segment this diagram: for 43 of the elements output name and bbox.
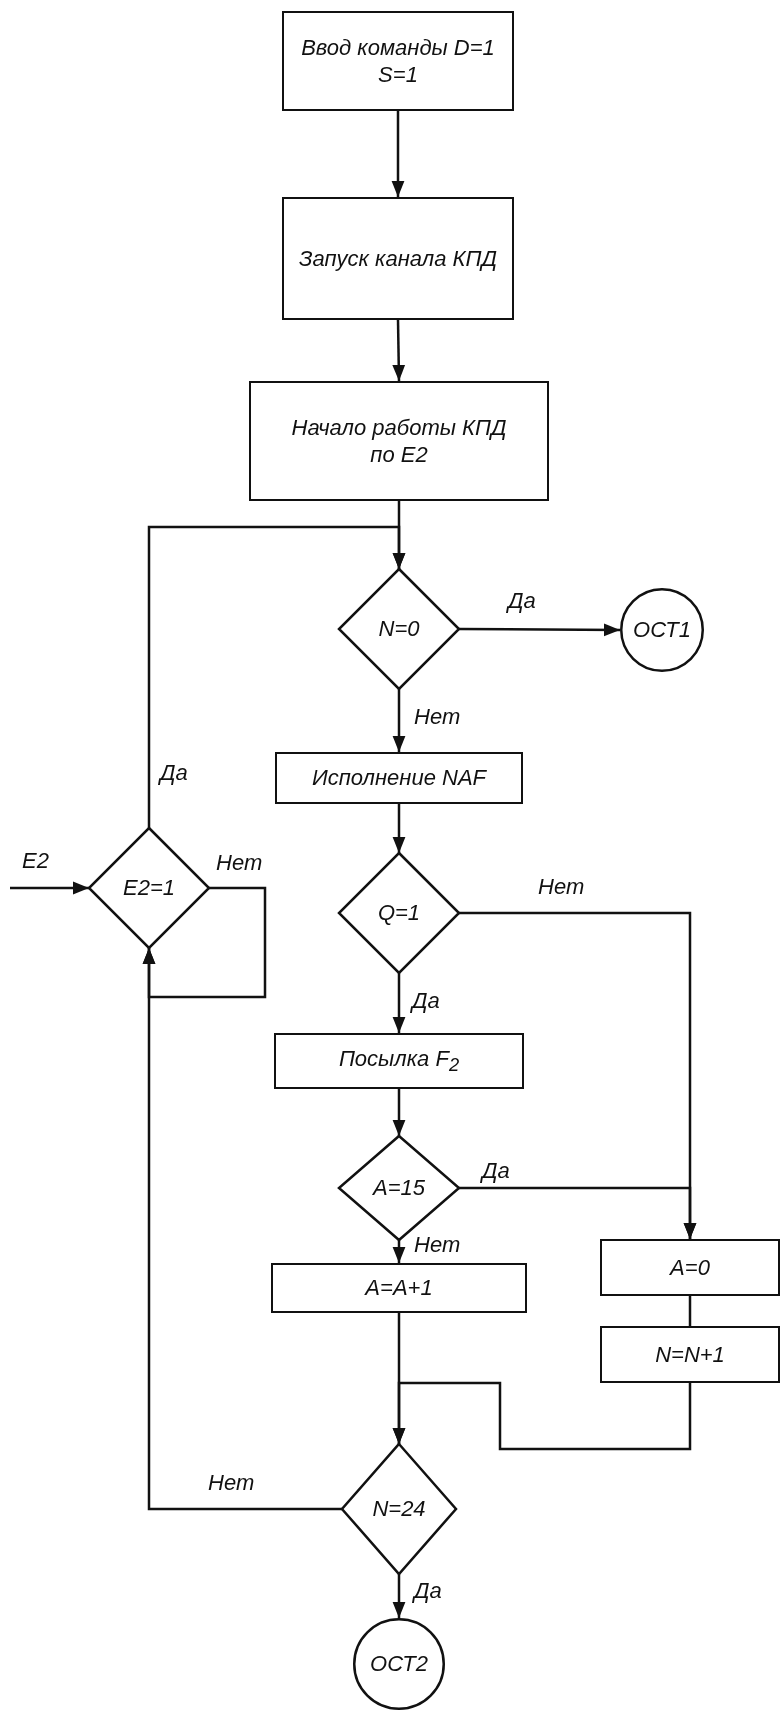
arrow [392, 1381, 692, 1451]
node-label: N=N+1 [655, 1340, 725, 1369]
node-label: Запуск канала КПД [299, 244, 497, 273]
node-label: Исполнение NAF [311, 764, 486, 792]
process-box [274, 1033, 524, 1089]
arrow [459, 623, 620, 637]
arrow [392, 689, 406, 752]
arrow [392, 1574, 406, 1618]
terminal-circle [353, 1618, 445, 1710]
arrow [392, 319, 406, 382]
node-label: Начало работы КПД по Е2 [290, 413, 508, 469]
process-box [271, 1263, 527, 1313]
node-label: N=24 [372, 1495, 426, 1523]
node-label: A=A+1 [365, 1274, 433, 1302]
decision-diamond [89, 828, 209, 948]
node-label: ОСТ2 [370, 1650, 428, 1678]
node-label: ОСТ1 [633, 616, 691, 644]
node-label: E2=1 [123, 874, 175, 902]
arrow [142, 886, 267, 999]
process-box [282, 11, 514, 111]
arrow [147, 525, 406, 828]
terminal-circle [620, 588, 704, 672]
arrow [459, 1186, 697, 1239]
node-label: A=0 [670, 1253, 710, 1282]
arrow [391, 111, 405, 197]
decision-diamond [339, 853, 459, 973]
arrow [392, 1240, 406, 1263]
node-label: Посылка F$_{2}$ [338, 1044, 460, 1078]
process-box [600, 1239, 780, 1296]
process-box [275, 752, 523, 804]
arrow [392, 804, 406, 853]
decision-diamond [339, 569, 459, 689]
arrow [10, 881, 89, 895]
decision-diamond [342, 1444, 456, 1574]
node-label: Q=1 [377, 899, 421, 927]
arrow [392, 973, 406, 1033]
process-box [249, 381, 549, 501]
node-label: Ввод команды D=1 S=1 [300, 33, 496, 89]
arrow [392, 1089, 406, 1136]
node-label: N=0 [378, 615, 420, 643]
node-label: A=15 [373, 1174, 425, 1202]
process-box [600, 1326, 780, 1383]
process-box [282, 197, 514, 320]
